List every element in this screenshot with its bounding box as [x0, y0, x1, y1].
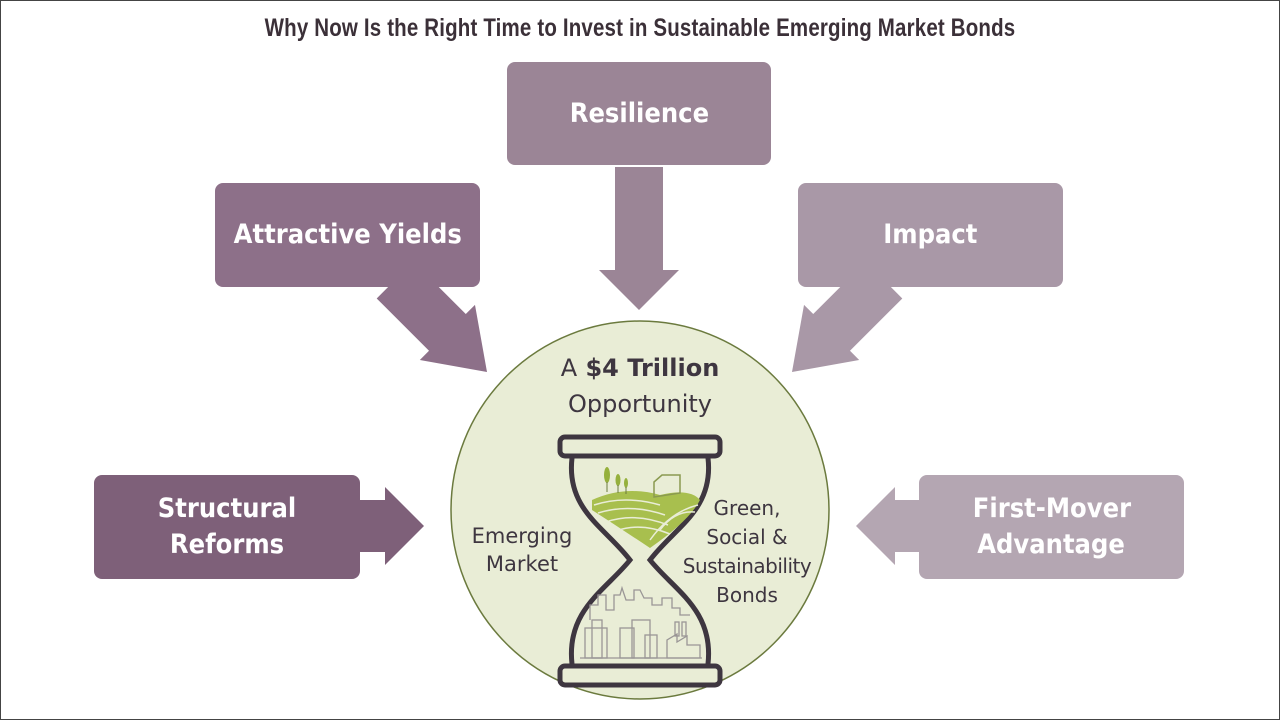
right-line2: Social &	[706, 525, 788, 549]
structural-reforms-box: Structural Reforms	[94, 475, 360, 579]
right-line3: Sustainability	[682, 554, 812, 578]
right-line1: Green,	[713, 496, 781, 520]
headline-amount: $4 Trillion	[585, 354, 720, 382]
first-mover-label-line1: First-Mover	[972, 493, 1131, 524]
impact-label: Impact	[883, 219, 978, 250]
attractive-yields-label: Attractive Yields	[233, 219, 462, 250]
right-line4: Bonds	[716, 583, 778, 607]
opportunity-headline: A $4 Trillion Opportunity	[520, 350, 760, 422]
city-skyline-icon	[580, 585, 702, 659]
hourglass-icon	[557, 434, 723, 688]
bonds-label: Green, Social & Sustainability Bonds	[668, 494, 826, 610]
arrow-down-resilience	[599, 167, 679, 310]
first-mover-box: First-Mover Advantage	[919, 475, 1184, 579]
left-line1: Emerging	[471, 524, 573, 548]
structural-reforms-label: Structural Reforms	[157, 493, 297, 560]
emerging-market-label: Emerging Market	[462, 522, 582, 578]
arrow-structural-reforms	[360, 487, 424, 565]
slide-title: Why Now Is the Right Time to Invest in S…	[264, 14, 1016, 42]
headline-line2: Opportunity	[567, 390, 713, 418]
arrow-impact	[792, 261, 903, 372]
resilience-box: Resilience	[507, 62, 771, 165]
arrow-attractive-yields	[376, 261, 487, 372]
left-line2: Market	[485, 552, 559, 576]
impact-box: Impact	[798, 183, 1063, 287]
farm-landscape-icon	[592, 467, 700, 548]
first-mover-label-line2: Advantage	[977, 529, 1126, 560]
resilience-label: Resilience	[569, 97, 709, 129]
arrow-first-mover	[856, 487, 920, 565]
headline-prefix: A	[560, 354, 578, 382]
attractive-yields-box: Attractive Yields	[215, 183, 480, 287]
